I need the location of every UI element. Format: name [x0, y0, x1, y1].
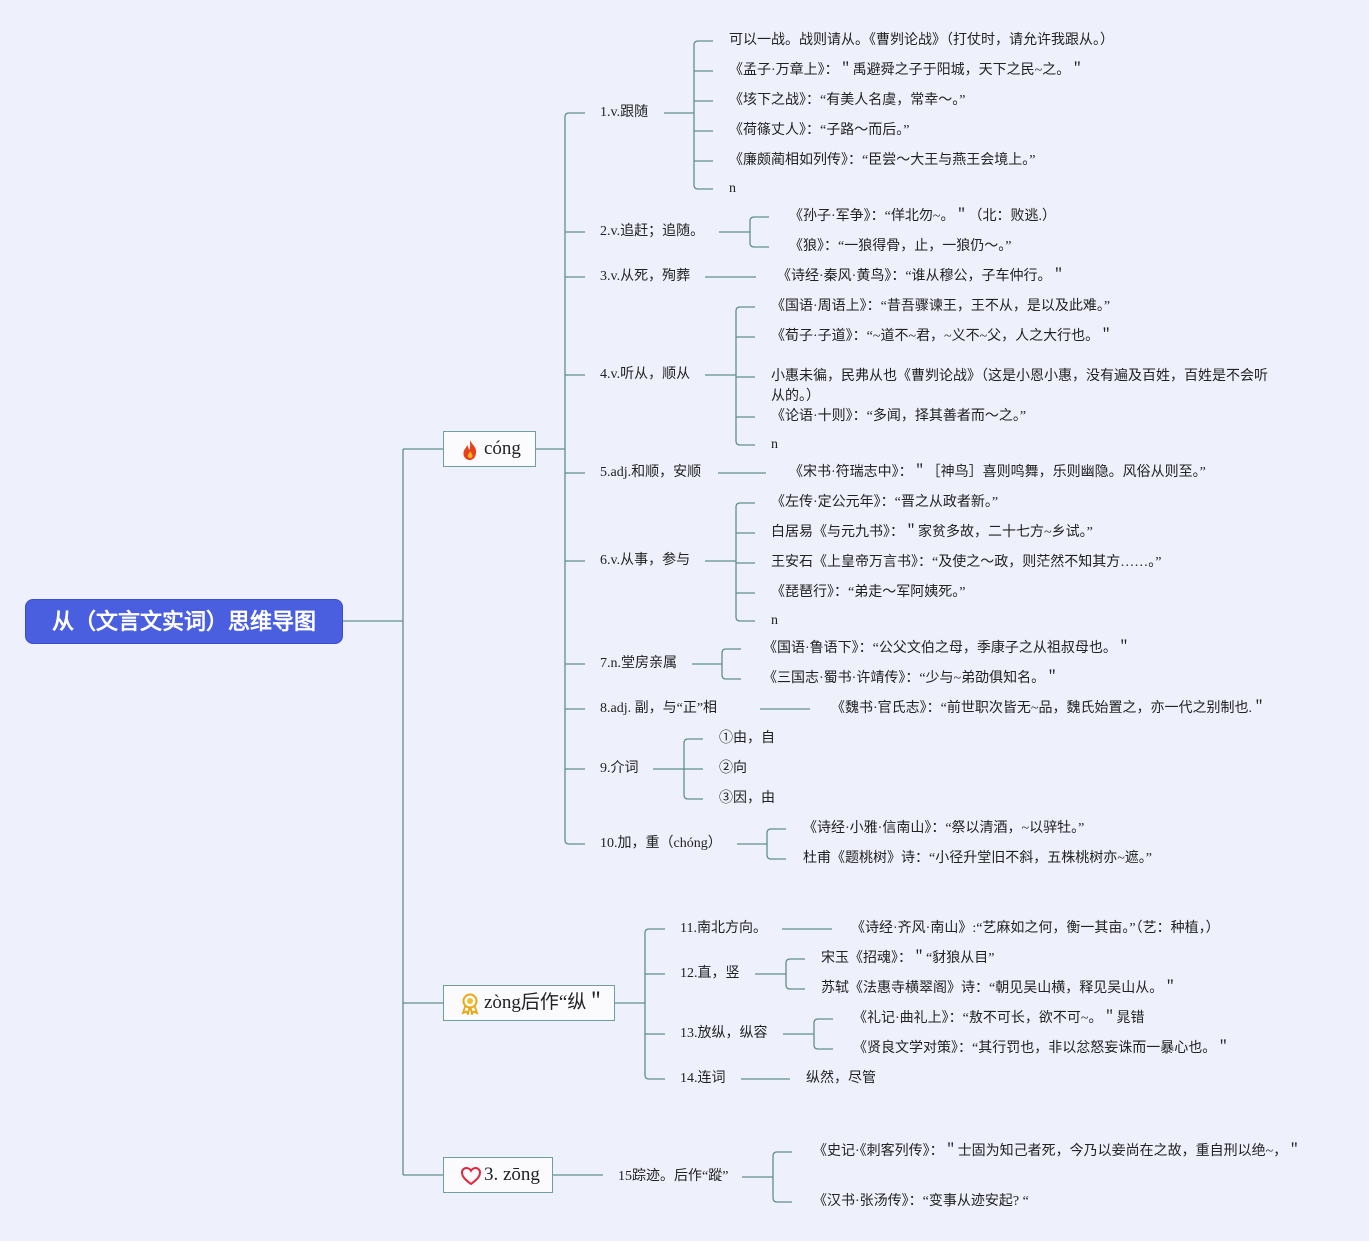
leaf-connector — [721, 648, 741, 654]
group-label[interactable]: 14.连词 — [680, 1071, 726, 1086]
root-topic[interactable]: 从（文言文实词）思维导图 — [25, 599, 343, 644]
leaf-text[interactable]: 纵然，尽管 — [806, 1071, 876, 1086]
branch-3[interactable]: 3. zōng — [443, 1157, 553, 1193]
leaf-text[interactable]: ②向 — [719, 761, 747, 776]
group-connector — [644, 928, 665, 934]
group-label[interactable]: 4.v.听从，顺从 — [600, 367, 691, 382]
branch-label: zòng后作“纵＂ — [484, 992, 606, 1013]
leaf-text[interactable]: 可以一战。战则请从。《曹刿论战》（打仗时，请允许我跟从。） — [729, 33, 1114, 48]
leaf-text[interactable]: 《汉书·张汤传》：“变事从迹安起? “ — [813, 1194, 1029, 1209]
branch-2[interactable]: zòng后作“纵＂ — [443, 985, 615, 1021]
leaf-text[interactable]: 《诗经·秦风·黄鸟》：“谁从穆公，子车仲行。＂ — [777, 269, 1066, 284]
leaf-connector — [735, 440, 755, 446]
leaf-connector — [749, 242, 769, 248]
leaf-connector — [772, 1151, 792, 1157]
leaf-text[interactable]: n — [729, 181, 736, 196]
leaf-text[interactable]: 《诗经·齐风·南山》:“艺麻如之何，衡一其亩。”（艺：种植，） — [851, 921, 1220, 936]
leaf-text[interactable]: 《左传·定公元年》：“晋之从政者新。” — [771, 495, 999, 510]
leaf-text[interactable]: 《廉颇蔺相如列传》：“臣尝～大王与燕王会境上。” — [729, 153, 1036, 168]
leaf-text[interactable]: 《国语·鲁语下》：“公父文伯之母，季康子之从祖叔母也。＂ — [763, 641, 1131, 656]
leaf-text[interactable]: 《诗经·小雅·信南山》：“祭以清酒，~以骍牡。” — [803, 821, 1085, 836]
leaf-connector — [721, 674, 741, 680]
fire-icon — [460, 439, 482, 461]
group-connector — [564, 839, 585, 845]
leaf-connector — [683, 794, 703, 800]
leaf-text[interactable]: 《论语·十则》：“多闻，择其善者而～之。” — [771, 409, 1027, 424]
group-label[interactable]: 13.放纵，纵容 — [680, 1026, 768, 1041]
leaf-connector — [785, 958, 805, 964]
leaf-connector — [785, 984, 805, 990]
leaf-connector — [766, 828, 786, 834]
leaf-connector — [766, 854, 786, 860]
award-ribbon-icon — [460, 993, 482, 1015]
leaf-text[interactable]: 白居易《与元九书》：＂家贫多故，二十七方~乡试。” — [771, 525, 1093, 540]
group-label[interactable]: 12.直，竖 — [680, 966, 740, 981]
group-connector — [564, 112, 585, 118]
group-label[interactable]: 5.adj.和顺，安顺 — [600, 465, 702, 480]
group-label[interactable]: 2.v.追赶；追随。 — [600, 224, 705, 239]
leaf-text[interactable]: n — [771, 613, 778, 628]
leaf-text[interactable]: 小惠未徧，民弗从也《曹刿论战》（这是小恩小惠，没有遍及百姓，百姓是不会听从的。） — [771, 369, 1268, 404]
leaf-text[interactable]: 《孟子·万章上》：＂禹避舜之子于阳城，天下之民~之。＂ — [729, 63, 1085, 78]
leaf-text[interactable]: 《垓下之战》：“有美人名虞，常幸～。” — [729, 93, 966, 108]
heart-icon — [460, 1166, 482, 1186]
leaf-text[interactable]: 《荀子·子道》：“~道不~君，~义不~父，人之大行也。＂ — [771, 329, 1114, 344]
group-label[interactable]: 10.加，重（chóng） — [600, 836, 722, 851]
group-label[interactable]: 6.v.从事，参与 — [600, 553, 691, 568]
leaf-text[interactable]: 《魏书·官氏志》：“前世职次皆无~品，魏氏始置之，亦一代之别制也.＂ — [831, 701, 1266, 716]
group-label[interactable]: 1.v.跟随 — [600, 105, 649, 120]
leaf-connector — [735, 306, 755, 312]
group-label[interactable]: 9.介词 — [600, 761, 639, 776]
leaf-text[interactable]: 《狼》：“一狼得骨，止，一狼仍～。” — [789, 239, 1012, 254]
group-label[interactable]: 3.v.从死，殉葬 — [600, 269, 691, 284]
leaf-connector — [693, 184, 713, 190]
branch-label: 3. zōng — [484, 1164, 540, 1185]
leaf-connector — [813, 1018, 833, 1024]
leaf-connector — [735, 502, 755, 508]
group-label[interactable]: 11.南北方向。 — [680, 921, 767, 936]
leaf-connector — [735, 616, 755, 622]
group-label[interactable]: 15踪迹。后作“蹤” — [618, 1169, 729, 1184]
leaf-text[interactable]: 王安石《上皇帝万言书》：“及使之～政，则茫然不知其方……。” — [771, 555, 1162, 570]
branch-1[interactable]: cóng — [443, 431, 536, 467]
group-label[interactable]: 8.adj. 副，与“正”相 — [600, 701, 718, 716]
leaf-text[interactable]: 《国语·周语上》：“昔吾骤谏王，王不从，是以及此难。” — [771, 299, 1111, 314]
leaf-text[interactable]: n — [771, 437, 778, 452]
leaf-text[interactable]: 《孙子·军争》：“佯北勿~。＂（北：败逃.） — [789, 209, 1056, 224]
leaf-connector — [683, 738, 703, 744]
leaf-connector — [749, 216, 769, 222]
leaf-text[interactable]: 苏轼《法惠寺横翠阁》诗：“朝见吴山横，释见吴山从。＂ — [821, 981, 1178, 996]
group-label[interactable]: 7.n.堂房亲属 — [600, 656, 677, 671]
leaf-text[interactable]: 《礼记·曲礼上》：“敖不可长，欲不可~。＂晁错 — [853, 1011, 1145, 1026]
leaf-text[interactable]: 《琵琶行》：“弟走～军阿姨死。” — [771, 585, 966, 600]
leaf-connector — [693, 40, 713, 46]
leaf-connector — [772, 1197, 792, 1203]
leaf-text[interactable]: ①由，自 — [719, 731, 775, 746]
leaf-text[interactable]: 宋玉《招魂》：＂“豺狼从目” — [821, 951, 995, 966]
leaf-text[interactable]: 《荷篠丈人》：“子路～而后。” — [729, 123, 910, 138]
leaf-text[interactable]: 《宋书·符瑞志中》：＂［神鸟］喜则鸣舞，乐则幽隐。风俗从则至。” — [789, 465, 1206, 480]
leaf-text[interactable]: 杜甫《题桃树》诗：“小径升堂旧不斜，五株桃树亦~遮。” — [803, 851, 1153, 866]
branch-label: cóng — [484, 438, 521, 459]
leaf-text[interactable]: ③因，由 — [719, 791, 775, 806]
leaf-text[interactable]: 《贤良文学对策》：“其行罚也，非以忿怒妄诛而一暴心也。＂ — [853, 1041, 1231, 1056]
group-connector — [644, 1074, 665, 1080]
leaf-text[interactable]: 《史记·《刺客列传》：＂士固为知己者死，今乃以妾尚在之故，重自刑以绝~，＂ — [813, 1144, 1302, 1159]
leaf-text[interactable]: 《三国志·蜀书·许靖传》：“少与~弟劭俱知名。＂ — [763, 671, 1060, 686]
leaf-connector — [813, 1044, 833, 1050]
